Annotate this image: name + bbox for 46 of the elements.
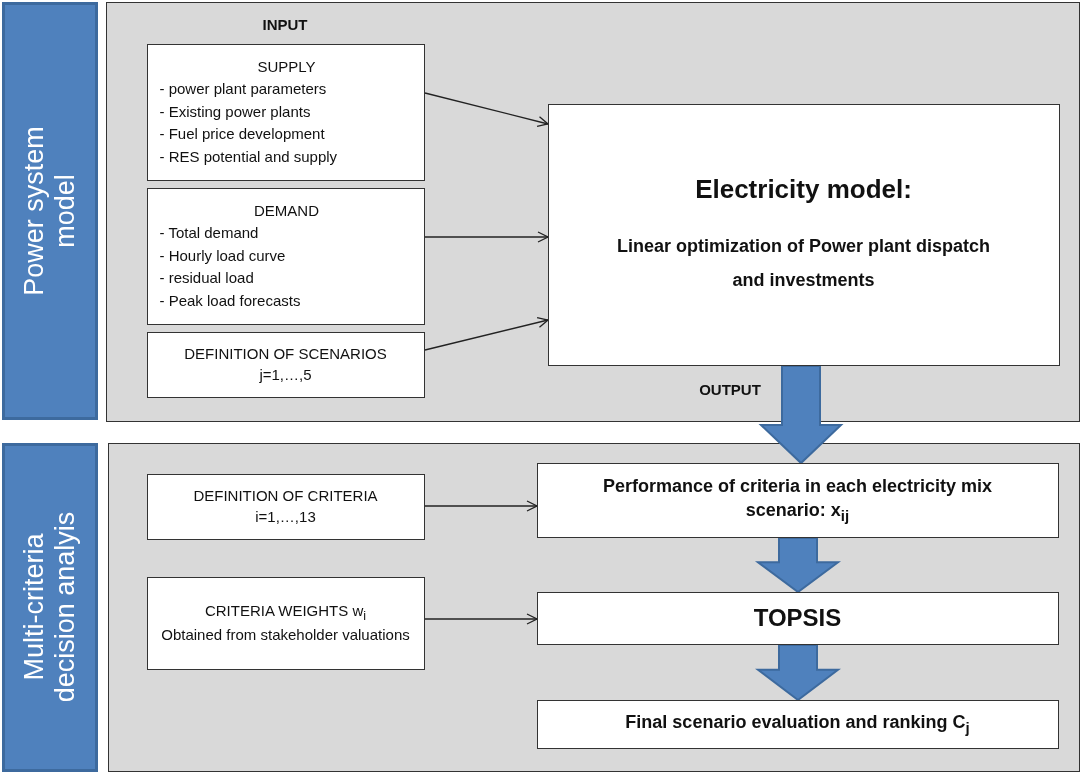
section-label: OUTPUT [698, 381, 762, 398]
process-box [536, 591, 1059, 645]
process-box [146, 43, 425, 181]
list-item: - power plant parameters [159, 79, 328, 100]
box-title: Electricity model: [695, 172, 912, 206]
list-item: - Fuel price development [159, 124, 326, 145]
box-text: j=1,…,5 [259, 364, 312, 385]
process-box [536, 462, 1059, 538]
box-text: Linear optimization of Power plant dispatch and investments [616, 234, 991, 293]
list-item: - RES potential and supply [159, 146, 339, 167]
list-item: - Hourly load curve [159, 245, 287, 266]
list-item: - Existing power plants [159, 101, 312, 122]
arrow [424, 500, 538, 512]
box-text: i=1,…,13 [255, 506, 316, 527]
process-box [146, 331, 425, 398]
box-heading: TOPSIS [753, 602, 842, 633]
block-arrow [758, 365, 844, 465]
arrow [424, 613, 538, 625]
block-arrow [755, 644, 841, 702]
box-text: Final scenario evaluation and ranking C$_{j}$ [625, 711, 970, 738]
box-heading: DEMAND [253, 200, 320, 221]
process-box [146, 473, 425, 540]
band-title: Multi-criteria decision analyis [18, 511, 81, 705]
list-item: - Total demand [159, 223, 260, 244]
section-panel [106, 2, 1080, 422]
process-box [536, 699, 1059, 749]
section-label: INPUT [261, 16, 309, 33]
list-item: - residual load [159, 268, 255, 289]
box-heading: DEFINITION OF SCENARIOS [184, 344, 387, 365]
section-band [2, 2, 98, 420]
section-band [2, 443, 98, 772]
box-heading: DEFINITION OF CRITERIA [193, 486, 378, 507]
block-arrow [754, 537, 842, 594]
arrow [424, 92, 549, 128]
section-panel [108, 443, 1080, 772]
band-title: Power system model [18, 125, 81, 298]
process-box [146, 187, 425, 325]
box-text: Obtained from stakeholder valuations [161, 624, 410, 645]
process-box [146, 576, 425, 670]
box-text: Performance of criteria in each electricity mix scenario: x$_{ij}$ [601, 474, 994, 526]
list-item: - Peak load forecasts [159, 290, 302, 311]
arrow [424, 231, 549, 243]
box-heading: CRITERIA WEIGHTS w$_{i}$ [204, 600, 367, 625]
box-heading: SUPPLY [256, 56, 317, 77]
arrow [424, 316, 549, 351]
model-box [547, 103, 1060, 366]
